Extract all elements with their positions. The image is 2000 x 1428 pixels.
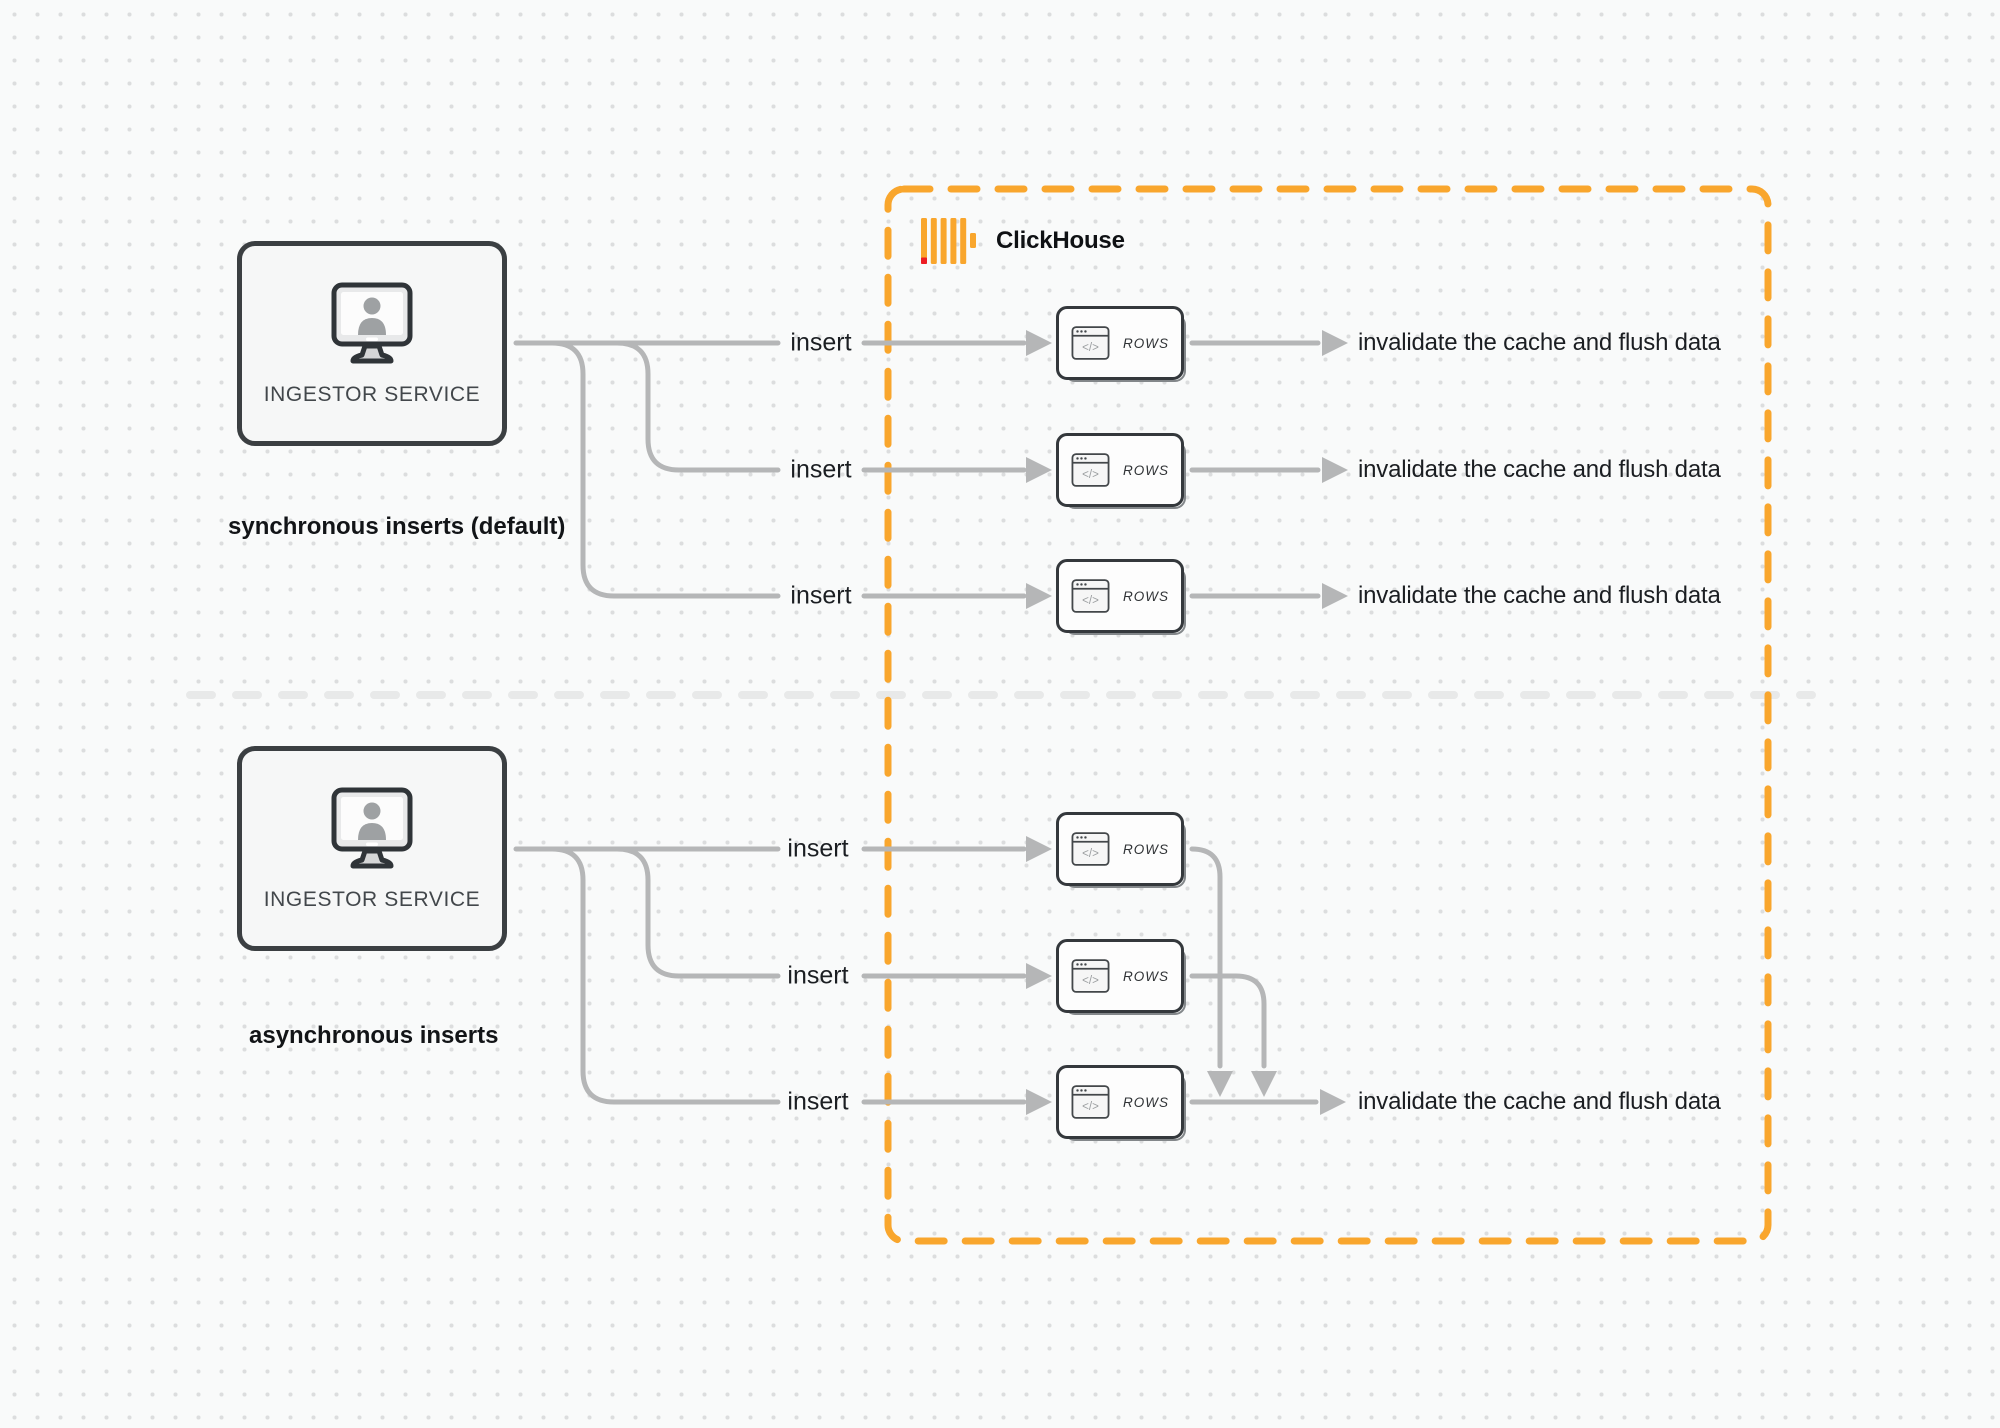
code-window-icon: </>: [1071, 453, 1110, 487]
insert-label-sync-1: insert: [790, 328, 852, 357]
connector-async-row2: [614, 846, 781, 979]
arrowhead-sync-insert2: [1026, 457, 1052, 483]
rows-table-node-sync-3: </> ROWS: [1056, 559, 1186, 635]
arrowhead-sync-result1: [1322, 330, 1348, 356]
rows-table-node-async-1: </> ROWS: [1056, 812, 1186, 888]
code-glyph: </>: [1082, 342, 1099, 354]
insert-label-async-3: insert: [787, 1087, 849, 1116]
rows-node-label: ROWS: [1123, 841, 1169, 857]
insert-label-async-2: insert: [787, 961, 849, 990]
ingestor-service-async-node: INGESTOR SERVICE: [237, 746, 507, 951]
rows-table-node-sync-2: </> ROWS: [1056, 433, 1186, 509]
monitor-user-icon: [331, 787, 413, 868]
rows-node-label: ROWS: [1123, 335, 1169, 351]
insert-label-sync-2: insert: [790, 455, 852, 484]
ingestor-service-label: INGESTOR SERVICE: [263, 887, 481, 911]
monitor-user-icon: [331, 282, 413, 363]
code-glyph: </>: [1082, 975, 1099, 987]
clickhouse-boundary: [884, 185, 1772, 1245]
async-section-caption: asynchronous inserts: [249, 1022, 499, 1049]
connector-sync-row2: [614, 340, 781, 473]
rows-table-node-sync-1: </> ROWS: [1056, 306, 1186, 382]
arrowhead-async-result: [1320, 1089, 1346, 1115]
rows-node-label: ROWS: [1123, 1094, 1169, 1110]
invalidate-label-async: invalidate the cache and flush data: [1358, 1088, 1721, 1115]
ingestor-service-label: INGESTOR SERVICE: [263, 382, 481, 406]
rows-node-label: ROWS: [1123, 462, 1169, 478]
arrowhead-async-insert1: [1026, 836, 1052, 862]
sync-section-caption: synchronous inserts (default): [228, 513, 566, 540]
clickhouse-logo-icon: [921, 218, 976, 264]
code-window-icon: </>: [1071, 326, 1110, 360]
connector-async-merge1: [1189, 846, 1223, 1069]
connector-async-row3: [549, 846, 781, 1105]
rows-table-node-async-3: </> ROWS: [1056, 1065, 1186, 1141]
code-window-icon: </>: [1071, 959, 1110, 993]
invalidate-label-sync-3: invalidate the cache and flush data: [1358, 582, 1721, 609]
code-glyph: </>: [1082, 595, 1099, 607]
rows-node-label: ROWS: [1123, 968, 1169, 984]
arrowhead-sync-result2: [1322, 457, 1348, 483]
rows-node-label: ROWS: [1123, 588, 1169, 604]
connector-async-merge2: [1189, 973, 1267, 1069]
arrowhead-sync-insert3: [1026, 583, 1052, 609]
arrowhead-sync-insert1: [1026, 330, 1052, 356]
code-glyph: </>: [1082, 1101, 1099, 1113]
invalidate-label-sync-2: invalidate the cache and flush data: [1358, 456, 1721, 483]
arrowhead-async-merge1: [1207, 1071, 1233, 1097]
arrowhead-async-insert3: [1026, 1089, 1052, 1115]
code-window-icon: </>: [1071, 832, 1110, 866]
arrowhead-async-merge2: [1251, 1071, 1277, 1097]
code-glyph: </>: [1082, 848, 1099, 860]
connector-sync-row3: [549, 340, 781, 599]
insert-label-async-1: insert: [787, 834, 849, 863]
rows-table-node-async-2: </> ROWS: [1056, 939, 1186, 1015]
arrowhead-sync-result3: [1322, 583, 1348, 609]
code-glyph: </>: [1082, 469, 1099, 481]
clickhouse-header: ClickHouse: [921, 218, 1125, 264]
code-window-icon: </>: [1071, 579, 1110, 613]
insert-label-sync-3: insert: [790, 581, 852, 610]
arrowhead-async-insert2: [1026, 963, 1052, 989]
ingestor-service-sync-node: INGESTOR SERVICE: [237, 241, 507, 446]
code-window-icon: </>: [1071, 1085, 1110, 1119]
invalidate-label-sync-1: invalidate the cache and flush data: [1358, 329, 1721, 356]
clickhouse-title: ClickHouse: [996, 227, 1125, 254]
